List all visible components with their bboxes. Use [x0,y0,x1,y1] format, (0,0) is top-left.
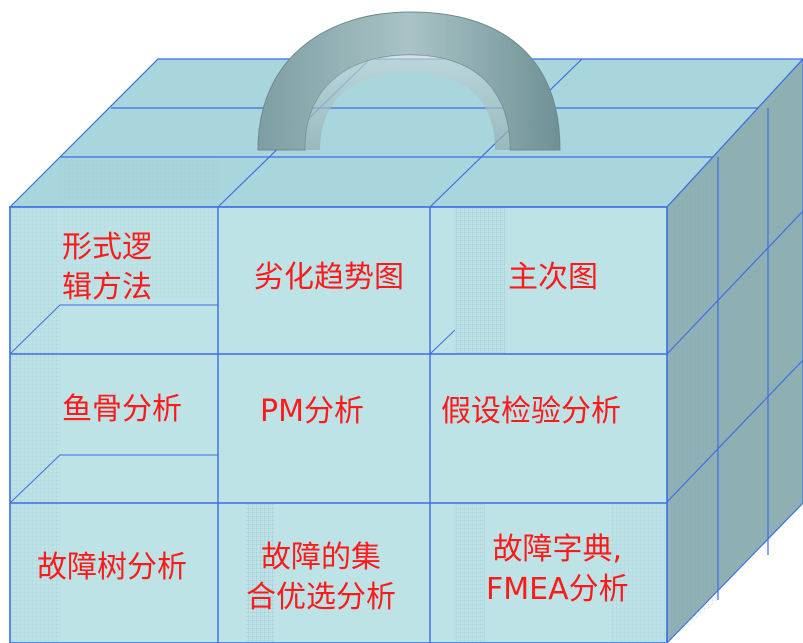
handle [257,11,561,151]
front-face [9,157,668,643]
cell-label-hypothesis-test-analysis: 假设检验分析 [441,394,621,429]
cell-label-pareto-chart: 主次图 [508,260,598,295]
side-face [666,58,803,643]
cell-label-fishbone-analysis: 鱼骨分析 [62,392,182,427]
cell-label-fault-dictionary-fmea: 故障字典, FMEA分析 [486,532,629,607]
cell-label-degradation-trend-chart: 劣化趋势图 [254,260,404,295]
cell-label-formal-logic-method: 形式逻 辑方法 [62,230,152,305]
cell-label-fault-tree-analysis: 故障树分析 [37,550,187,585]
cell-label-pm-analysis: PM分析 [260,394,364,429]
cell-label-fault-set-optimization: 故障的集 合优选分析 [246,540,396,615]
